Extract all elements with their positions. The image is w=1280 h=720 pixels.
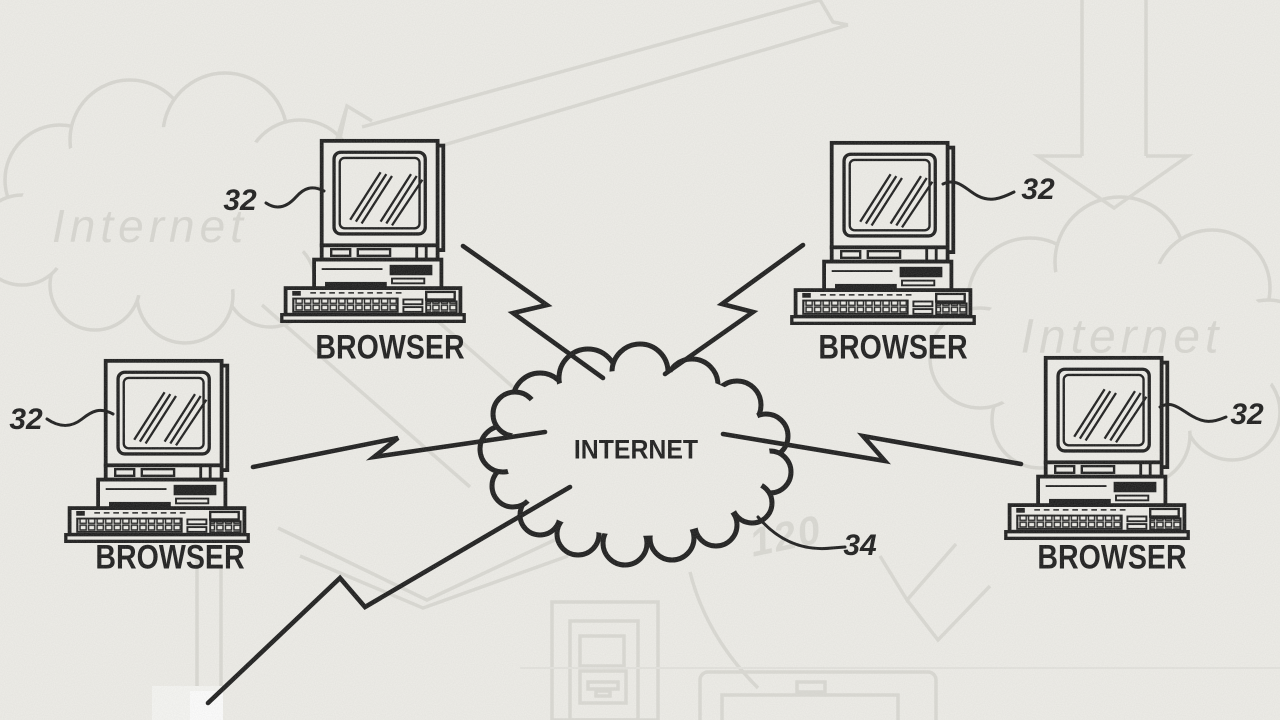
ref-32-top-left: 32: [223, 184, 257, 217]
ref-32-bottom-right: 32: [1230, 398, 1264, 431]
lightning-bolt-bottom-left: [205, 484, 573, 706]
ref-34-internet: 34: [843, 529, 877, 562]
browser-label-bottom-left: BROWSER: [95, 538, 245, 577]
computer-bottom-right: [1003, 355, 1191, 541]
browser-label-top-left: BROWSER: [315, 328, 465, 367]
ref-32-top-right: 32: [1021, 173, 1055, 206]
leader-ref34: [756, 515, 847, 551]
computer-top-left: [279, 138, 467, 324]
leader-ref32-bottom-left: [45, 408, 115, 427]
ref-32-bottom-left: 32: [9, 403, 43, 436]
computer-top-right: [789, 140, 977, 326]
internet-label: INTERNET: [573, 434, 699, 465]
computer-bottom-left: [63, 358, 251, 544]
leader-ref32-bottom-right: [1158, 402, 1228, 423]
browser-label-top-right: BROWSER: [818, 328, 968, 367]
browser-label-bottom-right: BROWSER: [1037, 538, 1187, 577]
lightning-bolt-top-right: [662, 242, 806, 377]
leader-ref32-top-left: [264, 186, 326, 209]
